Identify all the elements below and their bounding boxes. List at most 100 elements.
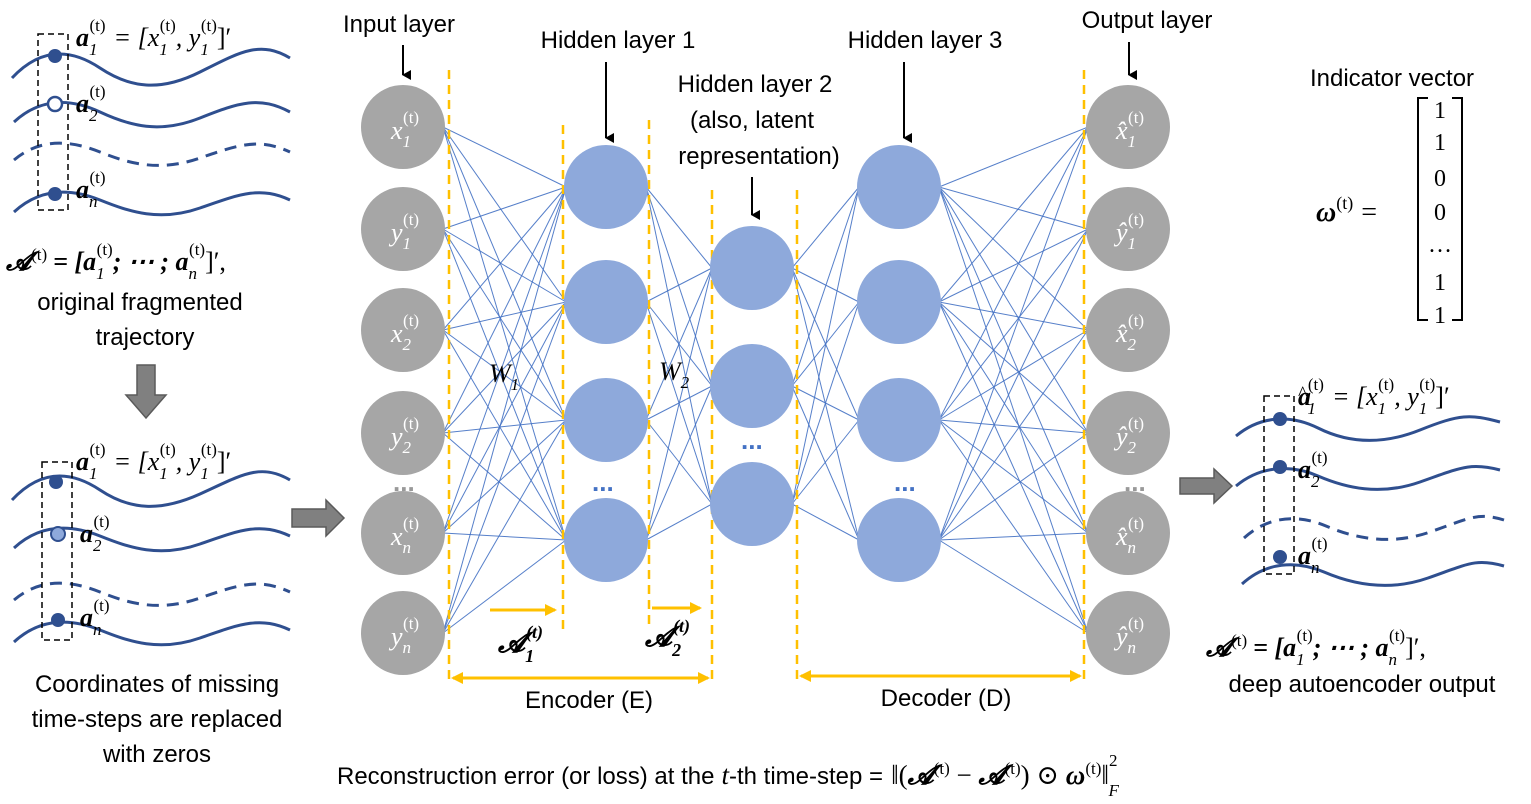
network-edge <box>442 301 567 434</box>
indicator-entry: 1 <box>1434 270 1446 296</box>
left-bottom-an: an(t) <box>80 596 110 639</box>
hidden-3-node <box>857 260 941 344</box>
right-output-trajectory: a^1(t)= [x1(t), y1(t)]′ a2(t) an(t) 𝓐(t)… <box>1205 375 1505 698</box>
hidden-layer-1-title: Hidden layer 1 <box>541 27 696 54</box>
network-edge <box>442 186 567 534</box>
input-node-label: x1(t) <box>390 108 419 151</box>
output-node-label: x̂n(t) <box>1115 514 1144 557</box>
network-edge <box>938 301 1089 634</box>
output-node-label: ŷ1(t) <box>1113 210 1144 253</box>
network-edge <box>442 419 567 434</box>
hidden-1-node <box>564 260 648 344</box>
network-edge <box>791 503 860 541</box>
left-bottom-caption-1: Coordinates of missing <box>35 671 279 698</box>
network-edge <box>442 419 567 634</box>
hidden-layer-2-nodes <box>710 226 794 546</box>
network-edge <box>442 329 567 421</box>
left-top-an: an(t) <box>76 168 106 211</box>
output-node <box>1086 85 1170 169</box>
network-edge <box>442 126 567 541</box>
network-edge <box>938 126 1089 188</box>
network-edge <box>645 267 713 541</box>
left-bottom-a2: a2(t) <box>80 512 110 555</box>
input-layer-title: Input layer <box>343 11 455 38</box>
left-bottom-trajectory: a1(t)= [x1(t), y1(t)]′ a2(t) an(t) Coord… <box>10 440 291 768</box>
network-edge <box>442 301 567 331</box>
network-edge <box>791 186 860 269</box>
network-edge <box>442 301 567 534</box>
network-edge <box>442 329 567 541</box>
network-edge <box>938 539 1089 634</box>
hidden-layer-2-subtitle: (also, latent <box>690 107 814 134</box>
network-edge <box>938 186 1089 230</box>
network-edge <box>938 186 1089 534</box>
network-edge <box>938 126 1089 541</box>
left-top-a2: a2(t) <box>76 82 106 125</box>
network-edge <box>442 186 567 230</box>
encoded-a2: 𝓐2(t) <box>644 616 690 660</box>
layer-separators <box>447 70 1086 680</box>
network-edge <box>645 503 713 541</box>
output-ellipsis: ... <box>1124 467 1146 497</box>
hidden-layer-1-nodes <box>564 145 648 582</box>
output-node <box>1086 187 1170 271</box>
decoder-label: Decoder (D) <box>881 685 1012 712</box>
indicator-title: Indicator vector <box>1310 65 1474 92</box>
weight-w2: W2 <box>659 357 690 392</box>
network-edge <box>645 267 713 421</box>
left-bottom-a1-eq: a1(t)= [x1(t), y1(t)]′ <box>76 440 231 483</box>
network-edge <box>938 419 1089 434</box>
network-edge <box>938 301 1089 534</box>
left-top-a1-eq: a1(t)= [x1(t), y1(t)]′ <box>76 16 231 59</box>
output-node <box>1086 288 1170 372</box>
input-ellipsis: ... <box>393 467 415 497</box>
left-top-caption-1: original fragmented <box>37 289 242 316</box>
network-edges <box>442 126 1089 634</box>
network-edge <box>938 301 1089 434</box>
network-edge <box>442 186 567 634</box>
point-missing <box>46 95 64 113</box>
hidden-1-node <box>564 498 648 582</box>
network-edge <box>442 532 567 541</box>
network-edge <box>938 228 1089 303</box>
indicator-entry: 1 <box>1434 130 1446 156</box>
right-a1-eq: a^1(t)= [x1(t), y1(t)]′ <box>1298 375 1450 418</box>
network-edge <box>645 186 713 387</box>
hidden-1-node <box>564 378 648 462</box>
output-node <box>1086 591 1170 675</box>
network-edge <box>645 186 713 505</box>
output-node-label: x̂1(t) <box>1115 108 1144 151</box>
down-arrow-icon <box>124 364 168 420</box>
encoded-a1: 𝓐1(t) <box>497 622 543 666</box>
network-edge <box>791 419 860 505</box>
network-edge <box>938 126 1089 421</box>
output-node-label: x̂2(t) <box>1115 311 1144 354</box>
point-observed <box>48 187 62 201</box>
network-edge <box>938 432 1089 541</box>
hidden-layer-3-nodes <box>857 145 941 582</box>
hidden-layer-2-subtitle-2: representation) <box>678 143 839 170</box>
right-arrow-icon <box>291 498 346 538</box>
indicator-entry: … <box>1428 232 1452 258</box>
hidden3-ellipsis: ... <box>894 467 916 497</box>
output-layer-nodes: x̂1(t)ŷ1(t)x̂2(t)ŷ2(t)x̂n(t)ŷn(t) <box>1086 85 1170 675</box>
output-node <box>1086 491 1170 575</box>
network-edge <box>442 126 567 421</box>
network-edge <box>442 419 567 534</box>
network-edge <box>938 228 1089 541</box>
input-node <box>361 85 445 169</box>
left-top-caption-eq: 𝓐(t)= [a1(t); ⋯ ; an(t)]′, <box>5 240 226 283</box>
output-arrow-icon <box>1179 467 1234 505</box>
omega-label: ω(t)= <box>1316 193 1377 228</box>
input-node-label: y1(t) <box>388 210 419 253</box>
network-edge <box>938 329 1089 541</box>
hidden2-ellipsis: ... <box>741 425 763 455</box>
left-top-caption-2: trajectory <box>96 324 195 351</box>
input-node-label: yn(t) <box>388 614 419 657</box>
input-node-label: y2(t) <box>388 414 419 457</box>
indicator-entry: 0 <box>1434 200 1446 226</box>
network-edge <box>645 186 713 269</box>
network-edge <box>938 419 1089 534</box>
